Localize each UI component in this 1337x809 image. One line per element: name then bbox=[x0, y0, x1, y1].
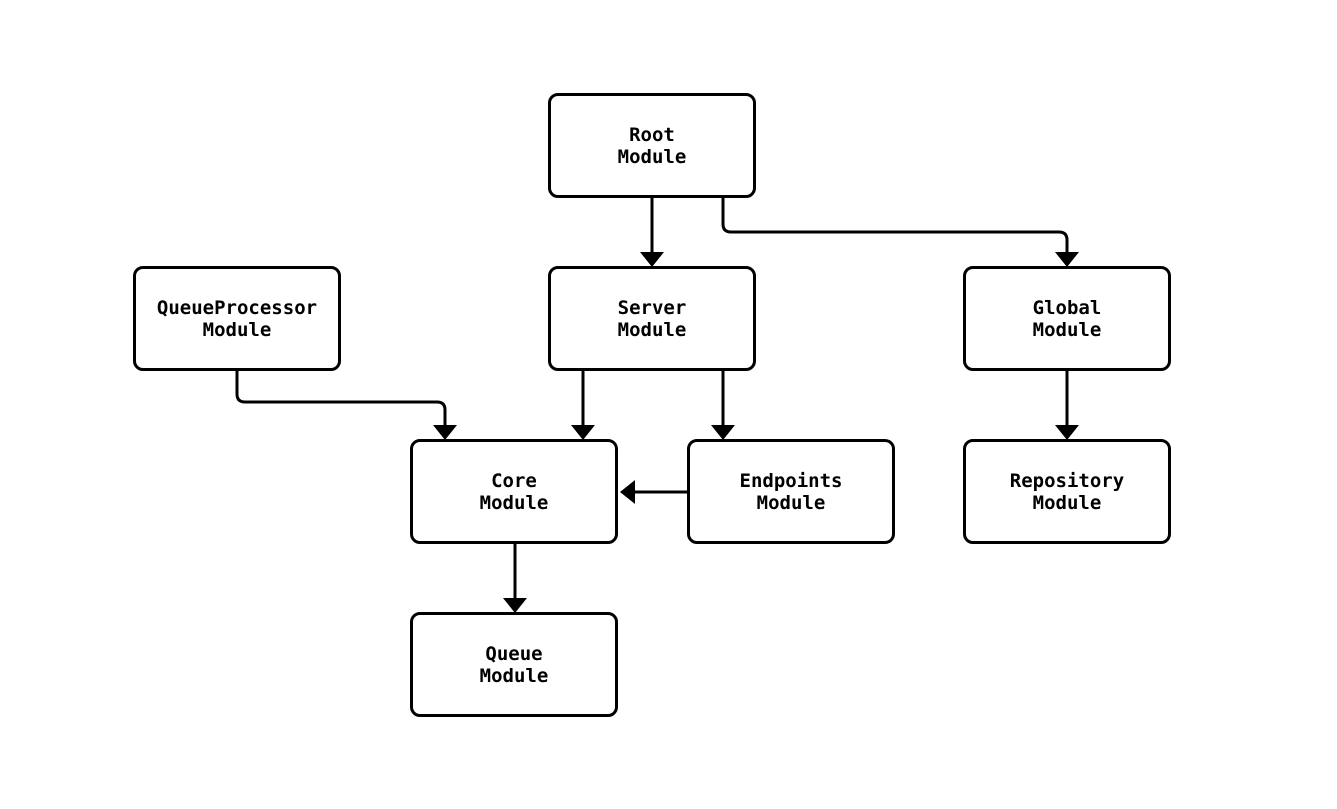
node-root-module: Root Module bbox=[548, 93, 756, 198]
edge-core-to-queue bbox=[503, 544, 527, 613]
edge-endpoints-to-core bbox=[620, 480, 687, 504]
node-queue-module: Queue Module bbox=[410, 612, 618, 717]
node-label-line: Module bbox=[1032, 491, 1102, 514]
node-core-module: Core Module bbox=[410, 439, 618, 544]
node-label-line: Module bbox=[756, 491, 826, 514]
node-label-line: Global bbox=[1032, 296, 1102, 319]
node-label-line: Core bbox=[491, 469, 537, 492]
edge-server-to-core bbox=[571, 371, 595, 440]
node-label-line: Module bbox=[479, 664, 549, 687]
edge-root-to-server bbox=[640, 198, 664, 267]
edge-server-to-endpoints bbox=[711, 371, 735, 440]
node-server-module: Server Module bbox=[548, 266, 756, 371]
node-queueprocessor-module: QueueProcessor Module bbox=[133, 266, 341, 371]
node-label-line: Endpoints bbox=[739, 469, 843, 492]
edge-global-to-repository bbox=[1055, 371, 1079, 440]
node-label-line: Module bbox=[617, 318, 687, 341]
node-label-line: Module bbox=[617, 145, 687, 168]
node-repository-module: Repository Module bbox=[963, 439, 1171, 544]
node-label-line: QueueProcessor bbox=[156, 296, 318, 319]
node-label-line: Module bbox=[1032, 318, 1102, 341]
edge-root-to-global bbox=[721, 198, 1079, 267]
node-global-module: Global Module bbox=[963, 266, 1171, 371]
node-label-line: Module bbox=[479, 491, 549, 514]
node-label-line: Module bbox=[202, 318, 272, 341]
node-endpoints-module: Endpoints Module bbox=[687, 439, 895, 544]
node-label-line: Repository bbox=[1009, 469, 1125, 492]
node-label-line: Server bbox=[617, 296, 687, 319]
node-label-line: Root bbox=[629, 123, 675, 146]
edge-queueprocessor-to-core bbox=[235, 371, 457, 440]
node-label-line: Queue bbox=[485, 642, 543, 665]
